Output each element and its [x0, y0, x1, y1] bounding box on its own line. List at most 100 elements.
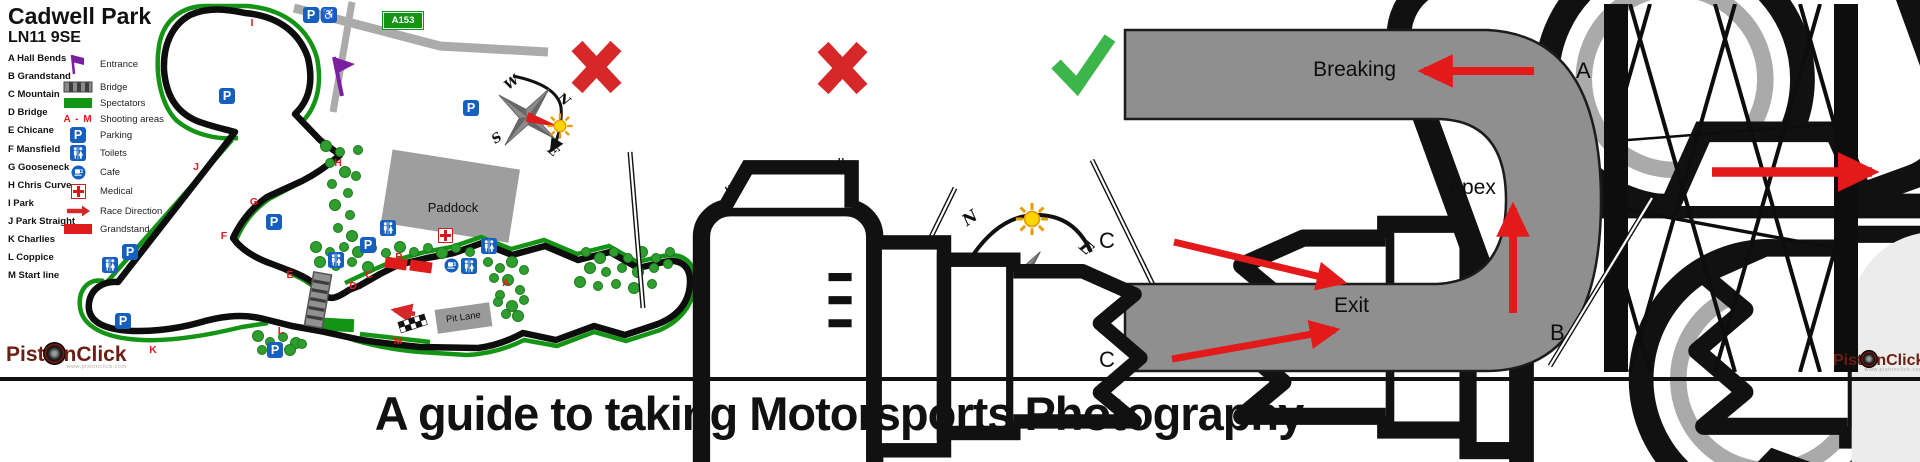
shooting-areas-icon: A - M — [60, 114, 96, 125]
tree-icon — [436, 247, 448, 259]
corner-list-item: J Park Straight — [8, 215, 76, 227]
parking-icon: P — [60, 127, 96, 143]
parking-icon: P — [122, 244, 138, 260]
track-letter-L: L — [277, 325, 285, 337]
logo-url: www.pistonclick.com — [66, 364, 127, 370]
tree-icon — [394, 241, 406, 253]
corner-list-item: H Chris Curve — [8, 179, 72, 191]
road-badge: A153 — [382, 11, 424, 30]
corner-list-item: K Charlies — [8, 234, 55, 245]
sun-icon — [1014, 201, 1050, 237]
exit-arrow-upper — [1173, 238, 1348, 291]
tree-icon — [651, 253, 661, 263]
tree-icon — [333, 223, 343, 233]
track-letter-A: A — [502, 277, 510, 289]
divider-line — [0, 377, 1920, 381]
toilets-icon — [380, 220, 396, 236]
tree-icon — [623, 253, 633, 263]
track-letter-B: B — [395, 251, 403, 263]
exit-label: Exit — [1334, 294, 1370, 317]
legend-row: Spectators — [60, 94, 145, 112]
legend-label: Grandstand — [100, 223, 150, 235]
hairpin-track — [1123, 28, 1603, 373]
parking-icon: P — [360, 237, 376, 253]
bridge-icon — [303, 270, 333, 330]
race-direction-icon — [60, 205, 96, 217]
legend-row: P Parking — [60, 126, 132, 144]
logo-text: Pist — [1833, 352, 1863, 369]
breaking-label: Breaking — [1313, 58, 1396, 81]
toilets-icon — [461, 258, 477, 274]
tree-icon — [423, 243, 433, 253]
tree-icon — [501, 309, 511, 319]
toilets-icon — [102, 257, 118, 273]
corner-list-item: M Start line — [8, 270, 60, 282]
tree-icon — [257, 345, 267, 355]
corner-list-item: B Grandstand — [8, 71, 71, 83]
camera-position-label-C: C — [1099, 347, 1115, 372]
toilets-icon — [60, 145, 96, 161]
tree-icon — [609, 247, 619, 257]
tree-icon — [593, 281, 603, 291]
apex-label: Apex — [1448, 176, 1496, 199]
corner-list-item: C Mountain — [8, 89, 60, 101]
tree-icon — [284, 344, 296, 356]
logo-text: Pist — [6, 343, 45, 366]
camera-lens-icon — [1860, 350, 1879, 368]
medical-icon — [438, 228, 454, 244]
toilets-icon — [328, 252, 344, 268]
tree-icon — [343, 188, 353, 198]
tree-icon — [483, 257, 493, 267]
compass-needle — [525, 112, 562, 128]
compass-e-label: E — [1075, 236, 1098, 260]
tree-icon — [515, 285, 525, 295]
disabled-parking-icon: ♿ — [321, 7, 337, 23]
tree-icon — [611, 279, 621, 289]
tree-icon — [310, 241, 322, 253]
track-letter-K: K — [149, 344, 157, 356]
road-a153 — [292, 3, 549, 57]
paddock-area — [380, 149, 520, 243]
tree-icon — [663, 259, 673, 269]
sun-path-arc — [512, 74, 564, 154]
tree-icon — [297, 339, 307, 349]
legend-row: Grandstand — [60, 220, 150, 238]
legend-row: Medical — [60, 182, 133, 200]
sun-icon — [546, 112, 574, 140]
track-letter-G: G — [249, 196, 259, 208]
legend-row: Entrance — [60, 54, 139, 75]
parking-icon: P — [463, 100, 479, 116]
track-outline — [85, 6, 694, 352]
camera-monopod — [1547, 196, 1655, 368]
tree-icon — [346, 230, 358, 242]
camera-lens-icon — [42, 342, 66, 365]
grandstand-icon — [60, 223, 96, 235]
checkmark-icon — [1051, 34, 1116, 97]
track-letter-J: J — [193, 161, 199, 173]
tree-icon — [519, 265, 529, 275]
legend-row: Race Direction — [60, 202, 162, 220]
entrance-icon — [332, 56, 355, 97]
tree-icon — [345, 210, 355, 220]
tree-icon — [325, 158, 335, 168]
tree-icon — [409, 247, 419, 257]
tree-icon — [665, 247, 675, 257]
parking-icon: P — [266, 214, 282, 230]
tree-icon — [601, 267, 611, 277]
fence-diagram — [700, 4, 1880, 462]
legend-label: Entrance — [100, 58, 139, 70]
compass-e-label: E — [543, 142, 562, 161]
legend-label: Parking — [100, 129, 133, 141]
legend-label: Race Direction — [100, 205, 163, 217]
cross-icon — [817, 41, 868, 95]
track-letter-D: D — [349, 280, 357, 292]
tree-icon — [362, 261, 374, 273]
map-title: Cadwell Park — [8, 3, 152, 29]
corner-list-item: F Mansfield — [8, 143, 61, 155]
tree-icon — [347, 257, 357, 267]
hairpin-diagram — [1123, 28, 1920, 462]
exit-arrow-lower — [1171, 319, 1341, 363]
